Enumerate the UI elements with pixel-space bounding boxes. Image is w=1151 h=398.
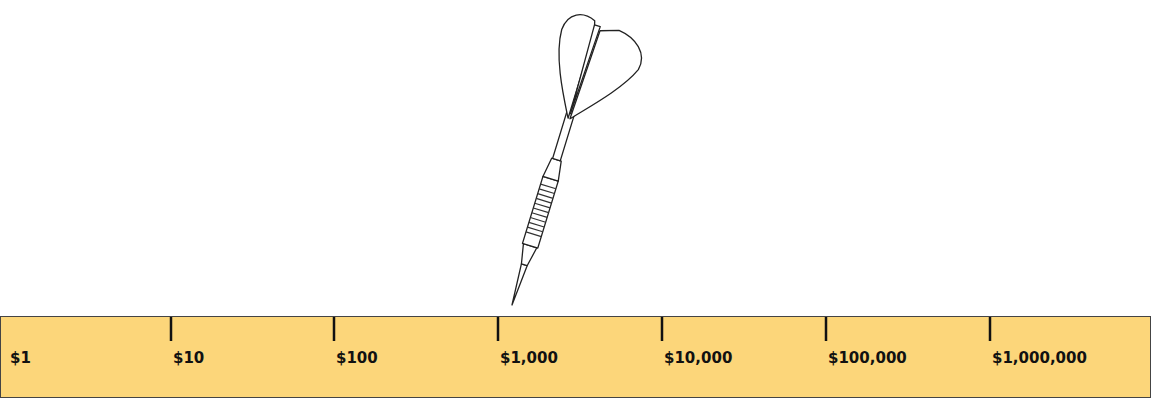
scale-label: $100 xyxy=(336,349,378,367)
scale-label: $10,000 xyxy=(664,349,732,367)
scale-label: $1,000,000 xyxy=(992,349,1087,367)
scale-band: $1 $10 $100 $1,000 $10,000 $100,000 $1,000,000 xyxy=(0,316,1151,398)
scale-label: $1 xyxy=(10,349,31,367)
scale-label: $100,000 xyxy=(828,349,907,367)
scale-label: $10 xyxy=(173,349,204,367)
scale-label: $1,000 xyxy=(500,349,558,367)
dart xyxy=(480,10,649,320)
